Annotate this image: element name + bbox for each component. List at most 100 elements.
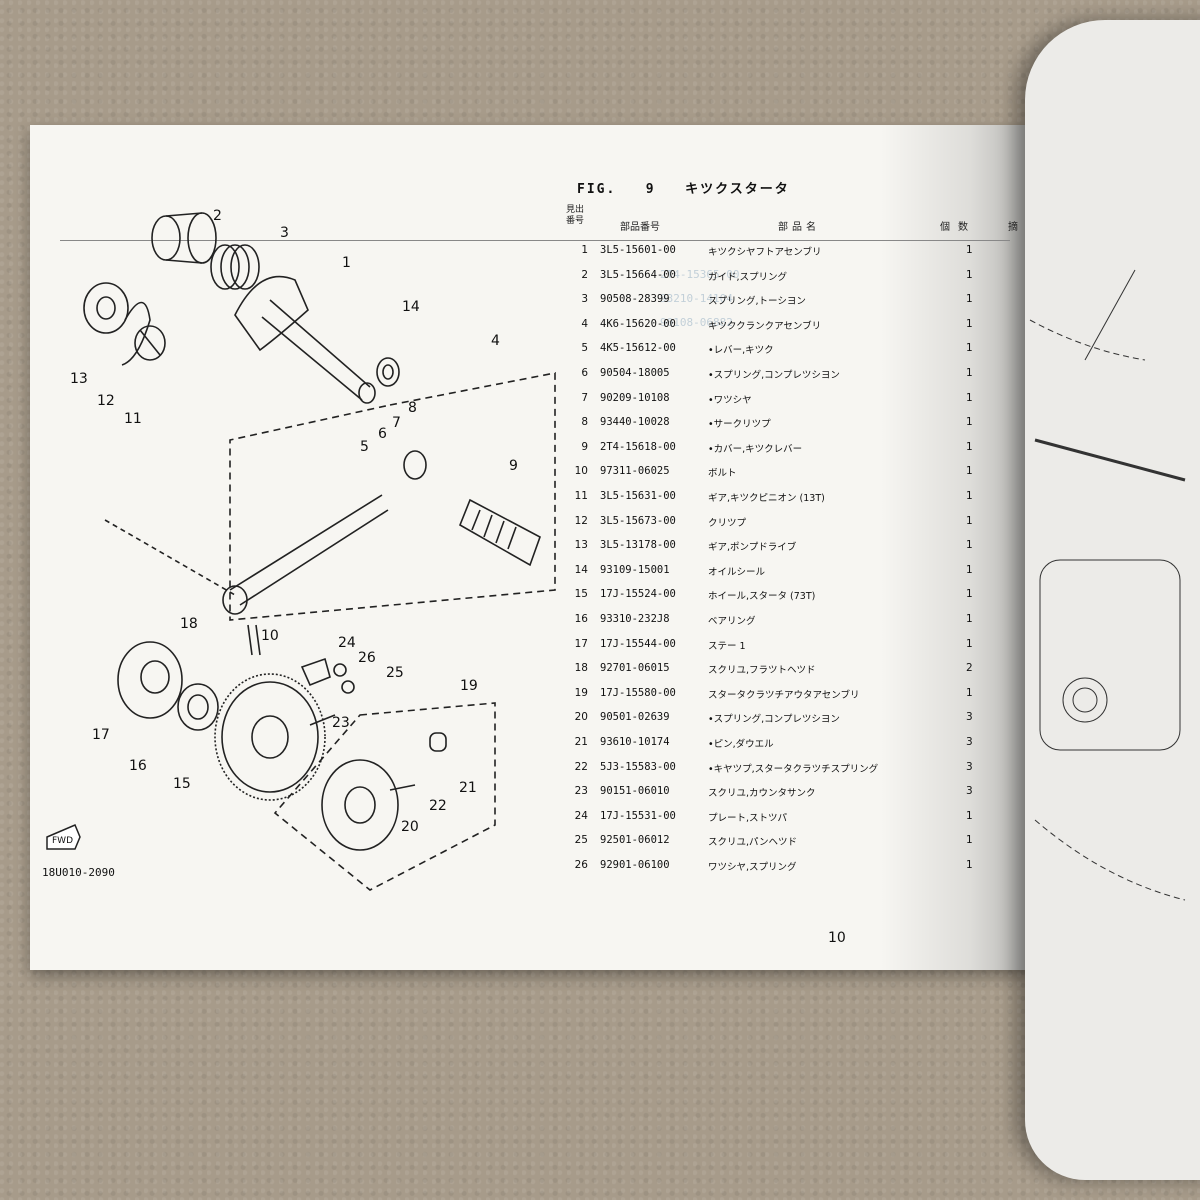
quantity: 3: [966, 760, 973, 773]
quantity: 1: [966, 268, 973, 281]
figure-title: FIG. 9 キツクスタータ: [577, 178, 790, 197]
ref-number: 1: [581, 244, 588, 256]
svg-text:12: 12: [97, 393, 115, 409]
quantity: 1: [966, 588, 973, 601]
ref-number: 21: [574, 736, 588, 748]
ref-number: 3: [581, 293, 588, 306]
ref-number: 4: [581, 317, 588, 330]
part-number: 92501-06012: [600, 834, 670, 847]
ref-number: 5: [581, 342, 588, 355]
part-name: スタータクラツチアウタアセンブリ: [708, 689, 860, 701]
part-number: 90501-02639: [600, 711, 670, 724]
quantity: 1: [966, 490, 973, 502]
ref-number: 9: [581, 440, 588, 453]
quantity: 1: [966, 859, 973, 871]
quantity: 1: [966, 465, 973, 478]
svg-text:3: 3: [280, 225, 289, 241]
part-name: ワツシヤ,スプリング: [708, 862, 797, 873]
part-number: 17J-15580-00: [600, 686, 676, 699]
part-number: 93310-232J8: [600, 613, 670, 625]
facing-page-diagram: [1029, 269, 1186, 901]
svg-text:4: 4: [491, 333, 500, 349]
part-number: 90151-06010: [600, 785, 670, 798]
page-number: 10: [828, 930, 846, 946]
quantity: 1: [966, 563, 973, 576]
quantity: 1: [966, 244, 973, 256]
part-number: 97311-06025: [600, 465, 670, 478]
fwd-arrow-icon: [46, 824, 81, 850]
quantity: 1: [966, 367, 973, 379]
svg-text:15: 15: [173, 776, 191, 792]
fig-number: 9: [645, 182, 656, 197]
ref-number: 23: [574, 785, 588, 798]
svg-text:11: 11: [124, 411, 142, 427]
ref-number: 7: [581, 391, 588, 404]
part-number: 93440-10028: [600, 416, 670, 429]
svg-text:20: 20: [401, 819, 419, 835]
ref-number: 12: [574, 514, 588, 527]
ref-number: 15: [574, 588, 588, 601]
part-number: 3L5-15601-00: [600, 244, 676, 256]
svg-text:5: 5: [360, 439, 369, 455]
part-number: 2T4-15618-00: [600, 440, 676, 453]
part-number: 92901-06100: [600, 859, 670, 871]
quantity: 1: [966, 834, 973, 847]
quantity: 1: [966, 637, 973, 650]
svg-text:22: 22: [429, 798, 447, 814]
part-number: 90504-18005: [600, 367, 670, 379]
ref-number: 6: [581, 367, 588, 379]
ref-number: 19: [574, 686, 588, 699]
part-name: ステー 1: [708, 640, 746, 652]
quantity: 1: [966, 613, 973, 625]
svg-text:16: 16: [129, 758, 147, 774]
table-row: 18 92701-06015 スクリユ,フラツトヘツド 2: [566, 662, 1006, 686]
ref-number: 17: [574, 637, 588, 650]
svg-text:1: 1: [342, 255, 351, 271]
ref-number: 26: [574, 859, 588, 871]
fig-label: FIG.: [577, 182, 617, 197]
svg-text:24: 24: [338, 635, 356, 651]
svg-text:18: 18: [180, 616, 198, 632]
ref-number: 11: [574, 490, 588, 502]
header-divider: [60, 240, 1010, 241]
facing-page: [1025, 20, 1200, 1180]
svg-text:2: 2: [213, 208, 222, 224]
svg-text:17: 17: [92, 727, 110, 743]
part-number: 4K5-15612-00: [600, 342, 676, 355]
quantity: 1: [966, 539, 973, 552]
part-name: スクリユ,フラツトヘツド: [708, 665, 816, 677]
ref-number: 18: [574, 662, 588, 675]
part-name: •ピン,ダウエル: [708, 739, 774, 750]
quantity: 1: [966, 391, 973, 404]
part-number: 90209-10108: [600, 391, 670, 404]
part-number: 17J-15531-00: [600, 809, 676, 822]
part-number: 92701-06015: [600, 662, 670, 675]
header-quantity: 個数: [940, 222, 976, 233]
part-name: •カバー,キツクレバー: [708, 443, 803, 455]
part-name: •サークリツプ: [708, 419, 771, 431]
ref-number: 10: [574, 465, 588, 478]
quantity: 1: [966, 416, 973, 429]
fwd-label: FWD: [52, 836, 73, 846]
ref-number: 22: [574, 760, 588, 773]
svg-text:21: 21: [459, 780, 477, 796]
quantity: 1: [966, 514, 973, 527]
part-name: ギア,キツクピニオン (13T): [708, 493, 825, 504]
part-number: 5J3-15583-00: [600, 760, 676, 773]
part-name: ベアリング: [708, 616, 756, 627]
part-name: •レバー,キツク: [708, 345, 774, 357]
quantity: 1: [966, 342, 973, 355]
quantity: 2: [966, 662, 973, 675]
